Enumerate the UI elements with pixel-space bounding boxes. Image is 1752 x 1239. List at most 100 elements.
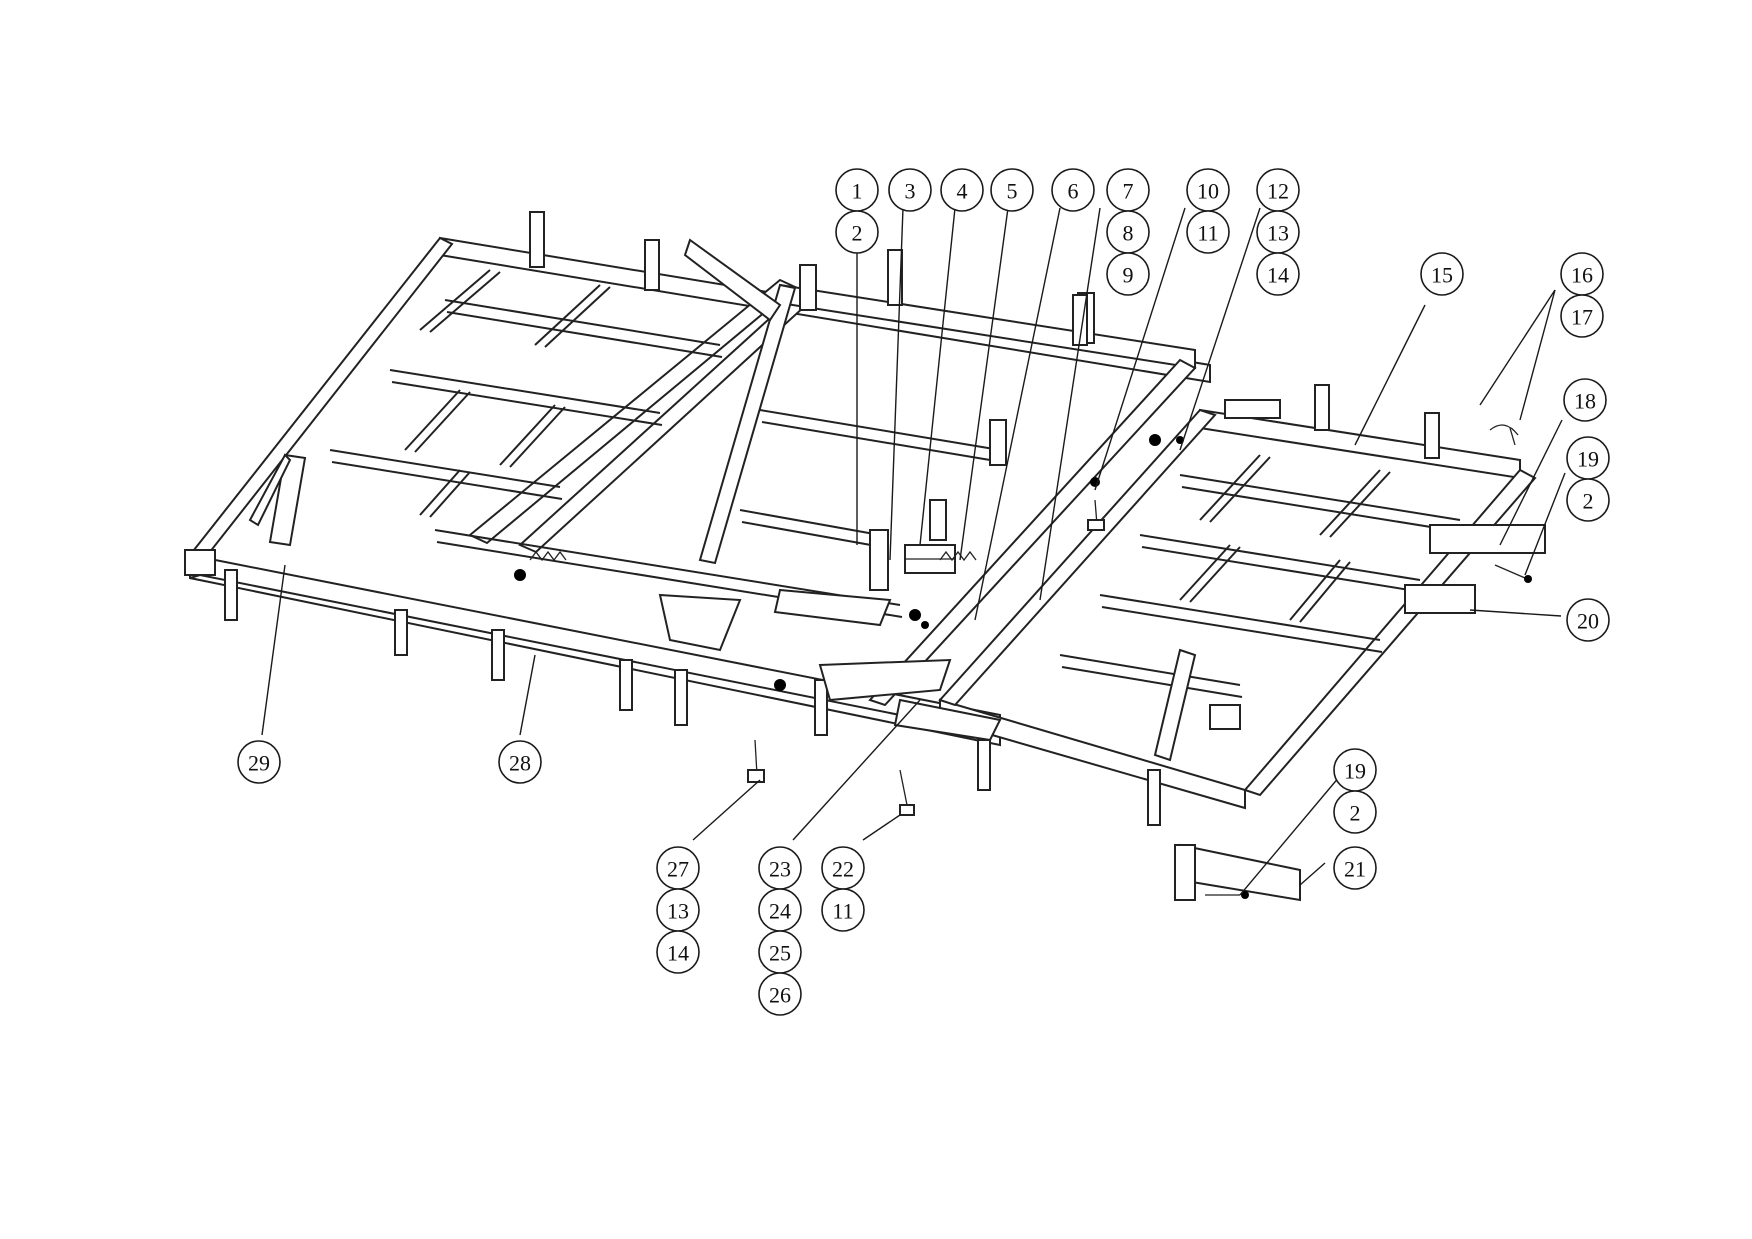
callout-c27: 27 xyxy=(656,846,700,890)
callout-c14b: 14 xyxy=(656,930,700,974)
callout-label: 14 xyxy=(667,941,689,966)
callout-label: 28 xyxy=(509,751,531,776)
callout-c2c: 2 xyxy=(1333,790,1377,834)
callout-circle xyxy=(237,740,281,784)
callout-circle xyxy=(758,972,802,1016)
callout-label: 1 xyxy=(852,179,863,204)
callout-c12: 12 xyxy=(1256,168,1300,212)
callout-label: 21 xyxy=(1344,857,1366,882)
callout-c2b: 2 xyxy=(1566,478,1610,522)
callout-circle xyxy=(1420,252,1464,296)
callout-circle xyxy=(498,740,542,784)
callout-label: 5 xyxy=(1007,179,1018,204)
callout-c19b: 19 xyxy=(1333,748,1377,792)
callout-label: 4 xyxy=(957,179,968,204)
callout-circle xyxy=(1051,168,1095,212)
callout-circle xyxy=(1256,252,1300,296)
callout-c26: 26 xyxy=(758,972,802,1016)
leader-lines xyxy=(261,207,1566,896)
callout-circle xyxy=(990,168,1034,212)
callout-circle xyxy=(940,168,984,212)
callout-label: 11 xyxy=(1197,221,1218,246)
callout-c11a: 11 xyxy=(1186,210,1230,254)
callout-circle xyxy=(888,168,932,212)
callout-c3: 3 xyxy=(888,168,932,212)
callout-c17: 17 xyxy=(1560,294,1604,338)
callout-circle xyxy=(1560,294,1604,338)
callout-label: 24 xyxy=(769,899,791,924)
callout-label: 9 xyxy=(1123,263,1134,288)
callout-c29: 29 xyxy=(237,740,281,784)
callout-label: 17 xyxy=(1571,305,1593,330)
callout-label: 2 xyxy=(852,221,863,246)
callout-c25: 25 xyxy=(758,930,802,974)
callout-c1: 1 xyxy=(835,168,879,212)
callout-c21: 21 xyxy=(1333,846,1377,890)
callout-label: 6 xyxy=(1068,179,1079,204)
callout-c20: 20 xyxy=(1566,598,1610,642)
callout-circle xyxy=(1333,846,1377,890)
callout-circle xyxy=(1563,378,1607,422)
callout-label: 2 xyxy=(1583,489,1594,514)
callout-label: 23 xyxy=(769,857,791,882)
callout-label: 19 xyxy=(1344,759,1366,784)
callout-label: 25 xyxy=(769,941,791,966)
callout-c28: 28 xyxy=(498,740,542,784)
callout-label: 2 xyxy=(1350,801,1361,826)
callout-label: 7 xyxy=(1123,179,1134,204)
callout-c18: 18 xyxy=(1563,378,1607,422)
callout-label: 20 xyxy=(1577,609,1599,634)
center-frame-section xyxy=(529,264,1197,707)
callout-label: 13 xyxy=(667,899,689,924)
callout-c2a: 2 xyxy=(835,210,879,254)
callout-circle xyxy=(1106,252,1150,296)
callout-c13a: 13 xyxy=(1256,210,1300,254)
callout-c22: 22 xyxy=(821,846,865,890)
right-frame-section xyxy=(938,399,1546,810)
callout-c6: 6 xyxy=(1051,168,1095,212)
callout-label: 15 xyxy=(1431,263,1453,288)
callout-label: 3 xyxy=(905,179,916,204)
callout-circle xyxy=(1566,598,1610,642)
bolts-and-pins xyxy=(747,424,1532,816)
callout-label: 13 xyxy=(1267,221,1289,246)
callout-c8: 8 xyxy=(1106,210,1150,254)
callout-c13b: 13 xyxy=(656,888,700,932)
callout-c10: 10 xyxy=(1186,168,1230,212)
callout-circle xyxy=(1186,210,1230,254)
callout-c9: 9 xyxy=(1106,252,1150,296)
callout-label: 26 xyxy=(769,983,791,1008)
callout-label: 22 xyxy=(832,857,854,882)
callout-label: 18 xyxy=(1574,389,1596,414)
callout-c7: 7 xyxy=(1106,168,1150,212)
callout-label: 11 xyxy=(832,899,853,924)
left-frame-section xyxy=(184,236,1211,747)
callout-label: 29 xyxy=(248,751,270,776)
callout-circle xyxy=(835,210,879,254)
callout-circle xyxy=(656,930,700,974)
callout-label: 19 xyxy=(1577,447,1599,472)
callout-circle xyxy=(1566,478,1610,522)
callout-c23: 23 xyxy=(758,846,802,890)
callout-c5: 5 xyxy=(990,168,1034,212)
callout-label: 16 xyxy=(1571,263,1593,288)
callout-c19a: 19 xyxy=(1566,436,1610,480)
callout-label: 14 xyxy=(1267,263,1289,288)
callout-c11b: 11 xyxy=(821,888,865,932)
callout-label: 10 xyxy=(1197,179,1219,204)
callout-c15: 15 xyxy=(1420,252,1464,296)
callout-c14a: 14 xyxy=(1256,252,1300,296)
callout-c24: 24 xyxy=(758,888,802,932)
extension-bracket xyxy=(1174,843,1301,902)
callout-label: 12 xyxy=(1267,179,1289,204)
callout-circle xyxy=(1333,790,1377,834)
callout-label: 27 xyxy=(667,857,689,882)
callout-c16: 16 xyxy=(1560,252,1604,296)
implement-frame-drawing xyxy=(184,211,1546,902)
callout-label: 8 xyxy=(1123,221,1134,246)
callout-c4: 4 xyxy=(940,168,984,212)
callout-circle xyxy=(821,888,865,932)
center-hitch-parts xyxy=(514,238,1184,742)
